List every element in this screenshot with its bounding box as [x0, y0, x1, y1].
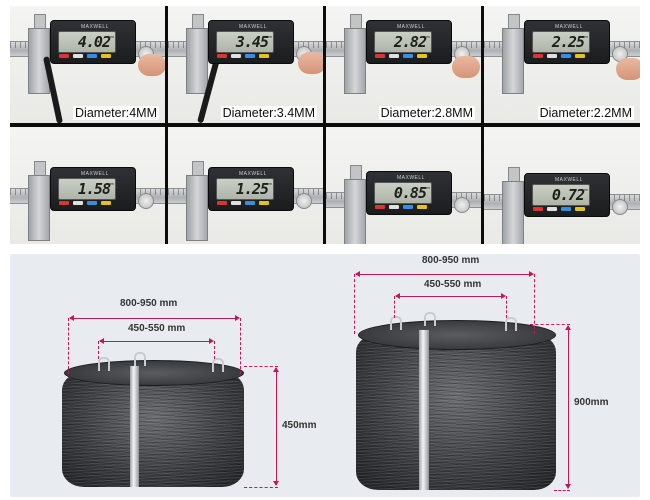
- caliper-reading: 4.02: [77, 33, 111, 51]
- large-coil-inner-width-label: 450-550 mm: [424, 279, 482, 290]
- caliper-reading: 0.85: [393, 184, 427, 202]
- caliper-reading: 1.25: [235, 180, 269, 198]
- caliper-reading: 1.58: [77, 180, 111, 198]
- caliper-reading: 2.25: [551, 33, 585, 51]
- caliper-reading: 0.72: [551, 186, 585, 204]
- large-coil-outer-width-label: 800-950 mm: [422, 255, 480, 266]
- diameter-caption: Diameter:2.2MM: [537, 106, 634, 120]
- diameter-caption: Diameter:4MM: [73, 106, 159, 120]
- diameter-caption: Diameter:2.8MM: [378, 106, 475, 120]
- caliper-reading: 2.82: [393, 33, 427, 51]
- small-coil-height-label: 450mm: [282, 420, 317, 431]
- small-coil-inner-width-label: 450-550 mm: [128, 323, 186, 334]
- coil-dimension-panel: 800-950 mm 450-550 mm 450mm 800-950 mm 4…: [10, 254, 640, 497]
- caliper-reading: 3.45: [235, 33, 269, 51]
- small-coil-outer-width-label: 800-950 mm: [120, 298, 178, 309]
- diameter-caption: Diameter:3.4MM: [220, 106, 317, 120]
- large-coil-height-label: 900mm: [574, 397, 609, 408]
